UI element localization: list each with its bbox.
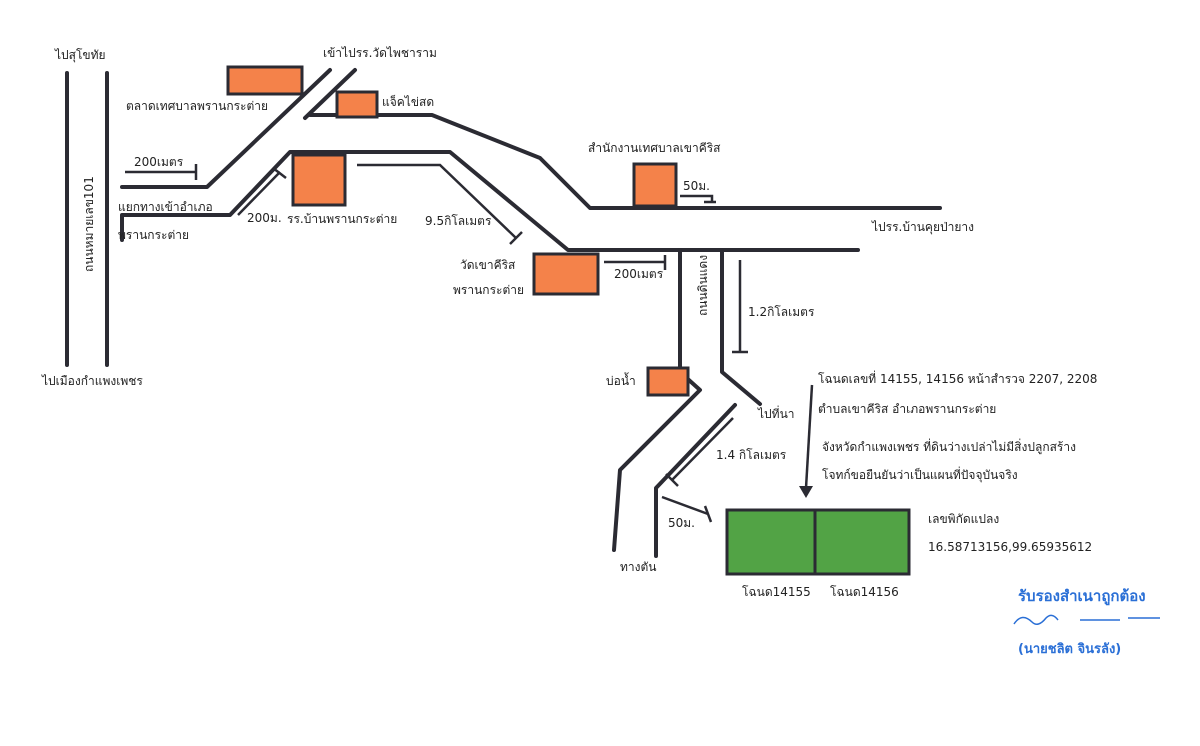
- label-red-soil-road: ถนนดินแดง: [696, 254, 710, 316]
- label-junction-line1: แยกทางเข้าอำเภอ: [118, 200, 213, 214]
- label-coords-title: เลขพิกัดแปลง: [928, 512, 1000, 526]
- label-to-khui-pa-yang: ไปรร.บ้านคุยป่ายาง: [872, 220, 974, 234]
- label-pond: บ่อน้ำ: [606, 374, 636, 388]
- label-to-kamphaeng-phet: ไปเมืองกำแพงเพชร: [42, 374, 143, 388]
- municipal-office-building: [632, 162, 678, 208]
- market-building: [226, 65, 304, 96]
- label-deed-info-4: โจทก์ขอยืนยันว่าเป็นแผนที่ปัจจุบันจริง: [822, 468, 1018, 482]
- marker-200m-2: [237, 171, 281, 216]
- label-coords-value: 16.58713156,99.65935612: [928, 540, 1093, 554]
- label-deed-14156: โฉนด14156: [830, 585, 899, 599]
- red-soil-road-east-edge: [720, 248, 762, 406]
- marker-9-5km: [357, 163, 517, 239]
- label-distance-200m-3: 200เมตร: [614, 267, 664, 281]
- school-building: [291, 153, 347, 207]
- signature-mark: [1013, 614, 1160, 625]
- land-plot-14155: [725, 508, 817, 576]
- label-distance-50m-1: 50ม.: [683, 179, 710, 193]
- label-distance-9-5km: 9.5กิโลเมตร: [425, 214, 492, 228]
- note-pointer-arrow: [804, 384, 814, 489]
- land-plot-14156: [813, 508, 911, 576]
- pond-marker: [646, 366, 690, 397]
- stamp-certified: รับรองสำเนาถูกต้อง: [1018, 587, 1146, 605]
- branch-road-south-edge: [120, 150, 860, 252]
- label-deed-info-1: โฉนดเลขที่ 14155, 14156 หน้าสำรวจ 2207, …: [818, 372, 1098, 386]
- label-to-field: ไปที่นา: [758, 407, 795, 421]
- label-temple-line1: วัดเขาคีริส: [460, 258, 516, 272]
- red-soil-road-west-edge: [612, 248, 702, 552]
- label-dead-end: ทางตัน: [620, 560, 657, 574]
- stamp-name: (นายชลิต จินรลัง): [1018, 642, 1122, 657]
- label-deed-14155: โฉนด14155: [742, 585, 811, 599]
- temple-building: [532, 252, 600, 296]
- label-school: รร.บ้านพรานกระต่าย: [287, 212, 398, 226]
- marker-1-4km: [671, 417, 734, 481]
- label-distance-50m-2: 50ม.: [668, 516, 695, 530]
- note-pointer-arrowhead: [799, 486, 813, 498]
- branch-road-north-edge: [120, 68, 332, 189]
- label-egg-shop: แจ็คไข่สด: [382, 95, 435, 109]
- label-temple-line2: พรานกระต่าย: [453, 283, 525, 297]
- marker-50m-2: [661, 495, 709, 516]
- label-market: ตลาดเทศบาลพรานกระต่าย: [126, 99, 269, 113]
- label-distance-200m-2: 200ม.: [247, 211, 282, 225]
- label-to-sukhothai: ไปสุโขทัย: [55, 48, 106, 62]
- market-spur-road: [303, 68, 357, 120]
- label-junction-line2: พรานกระต่าย: [118, 228, 190, 242]
- label-deed-info-3: จังหวัดกำแพงเพชร ที่ดินว่างเปล่าไม่มีสิ่…: [822, 440, 1076, 454]
- field-road-edge: [654, 403, 737, 558]
- label-distance-1-2km: 1.2กิโลเมตร: [748, 305, 815, 319]
- label-entrance-school: เข้าไปรร.วัดไพชาราม: [323, 46, 437, 60]
- label-distance-200m-1: 200เมตร: [134, 155, 184, 169]
- label-municipal-office: สำนักงานเทศบาลเขาคีริส: [588, 141, 721, 155]
- label-distance-1-4km: 1.4 กิโลเมตร: [716, 448, 787, 462]
- label-deed-info-2: ตำบลเขาคีริส อำเภอพรานกระต่าย: [818, 402, 997, 416]
- egg-shop-building: [335, 90, 379, 119]
- marker-50m-1: [680, 194, 714, 202]
- label-highway-101: ถนนหมายเลข101: [82, 176, 96, 272]
- main-road-north-edge: [308, 113, 942, 210]
